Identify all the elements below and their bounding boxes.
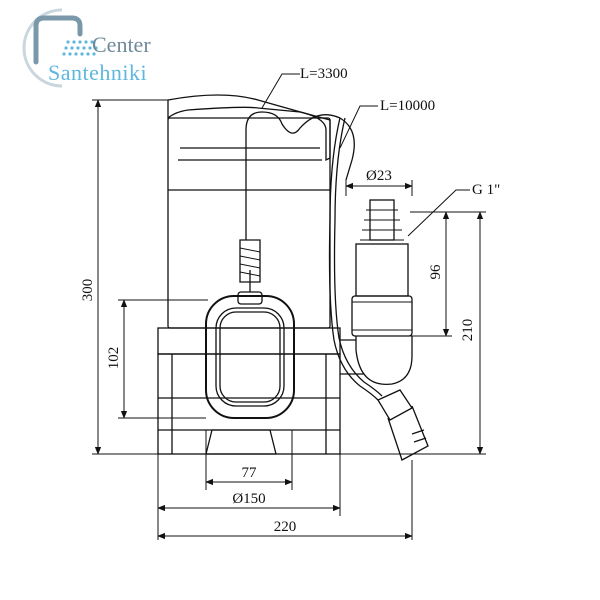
label-outlet-length: 96 [428,264,444,280]
dimension-lines [92,73,486,540]
logo-text-center: Center [92,32,151,57]
shower-icon [22,8,98,88]
label-outlet-diameter: Ø23 [366,168,392,184]
label-thread: G 1" [472,182,500,198]
label-height-total: 300 [80,279,96,302]
logo-text-santehniki: Santehniki [48,60,148,85]
label-cable-power: L=10000 [380,98,435,114]
label-overall-width: 220 [274,519,297,535]
label-height-outlet: 210 [460,319,476,342]
label-cable-float: L=3300 [300,66,348,82]
label-body-diameter: Ø150 [232,491,265,507]
pump-body [157,94,429,461]
logo: Center Santehniki [22,4,172,94]
label-base-width: 77 [242,465,258,481]
label-float-height: 102 [106,347,122,370]
